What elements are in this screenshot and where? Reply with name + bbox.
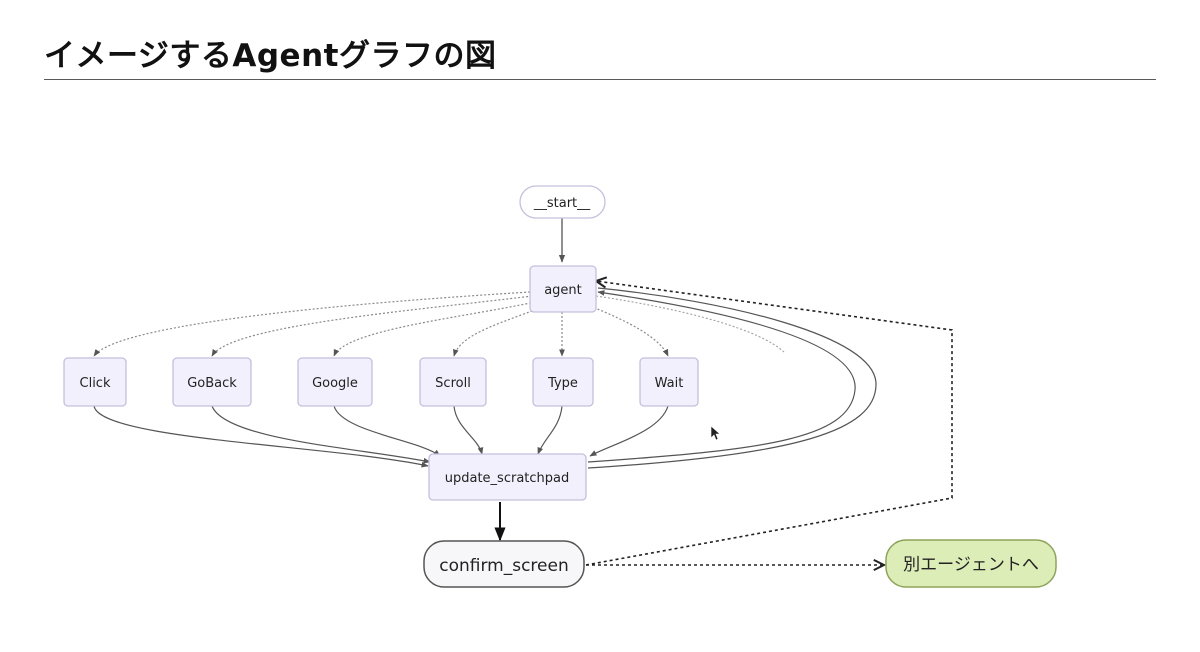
node-other-agent-label: 別エージェントへ	[903, 555, 1039, 575]
node-type: Type	[532, 357, 594, 407]
edge-wait-scratchpad	[589, 405, 669, 457]
node-google-label: Google	[312, 376, 358, 391]
slide-title: イメージするAgentグラフの図	[44, 38, 497, 74]
node-agent-label: agent	[544, 283, 582, 298]
edge-agent-scroll	[453, 307, 541, 357]
node-click-label: Click	[80, 376, 111, 391]
edge-confirm-agent	[585, 281, 953, 566]
title-divider	[44, 79, 1156, 80]
edge-agent-google	[333, 301, 536, 357]
node-wait-label: Wait	[655, 376, 684, 391]
edge-agent-click	[93, 291, 531, 357]
node-goback-label: GoBack	[187, 376, 237, 391]
node-google: Google	[297, 357, 373, 407]
node-scroll-label: Scroll	[435, 376, 471, 391]
edge-goback-scratchpad	[211, 405, 431, 464]
node-wait: Wait	[639, 357, 699, 407]
node-start: __start__	[519, 185, 606, 219]
edge-google-scratchpad	[333, 405, 441, 457]
node-click: Click	[63, 357, 127, 407]
edge-scratchpad-agent-loop-outer	[587, 287, 877, 469]
node-start-label: __start__	[533, 196, 591, 211]
edge-agent-goback	[211, 295, 533, 357]
node-confirm-screen: confirm_screen	[423, 540, 585, 588]
node-update-scratchpad-label: update_scratchpad	[445, 471, 570, 486]
node-other-agent: 別エージェントへ	[885, 539, 1057, 588]
edge-agent-wait	[589, 305, 669, 357]
mouse-cursor-icon	[710, 425, 721, 441]
edge-scratchpad-agent-loop-inner	[587, 290, 856, 463]
node-update-scratchpad: update_scratchpad	[428, 453, 587, 501]
node-scroll: Scroll	[419, 357, 487, 407]
edge-agent-to-scratchpad-conditional	[595, 295, 785, 353]
edges	[93, 218, 953, 566]
edge-scroll-scratchpad	[453, 405, 484, 455]
node-confirm-screen-label: confirm_screen	[439, 556, 569, 576]
edge-type-scratchpad	[537, 405, 563, 455]
node-goback: GoBack	[172, 357, 252, 407]
node-type-label: Type	[547, 376, 578, 391]
node-agent: agent	[529, 265, 597, 313]
edge-click-scratchpad	[93, 405, 429, 468]
